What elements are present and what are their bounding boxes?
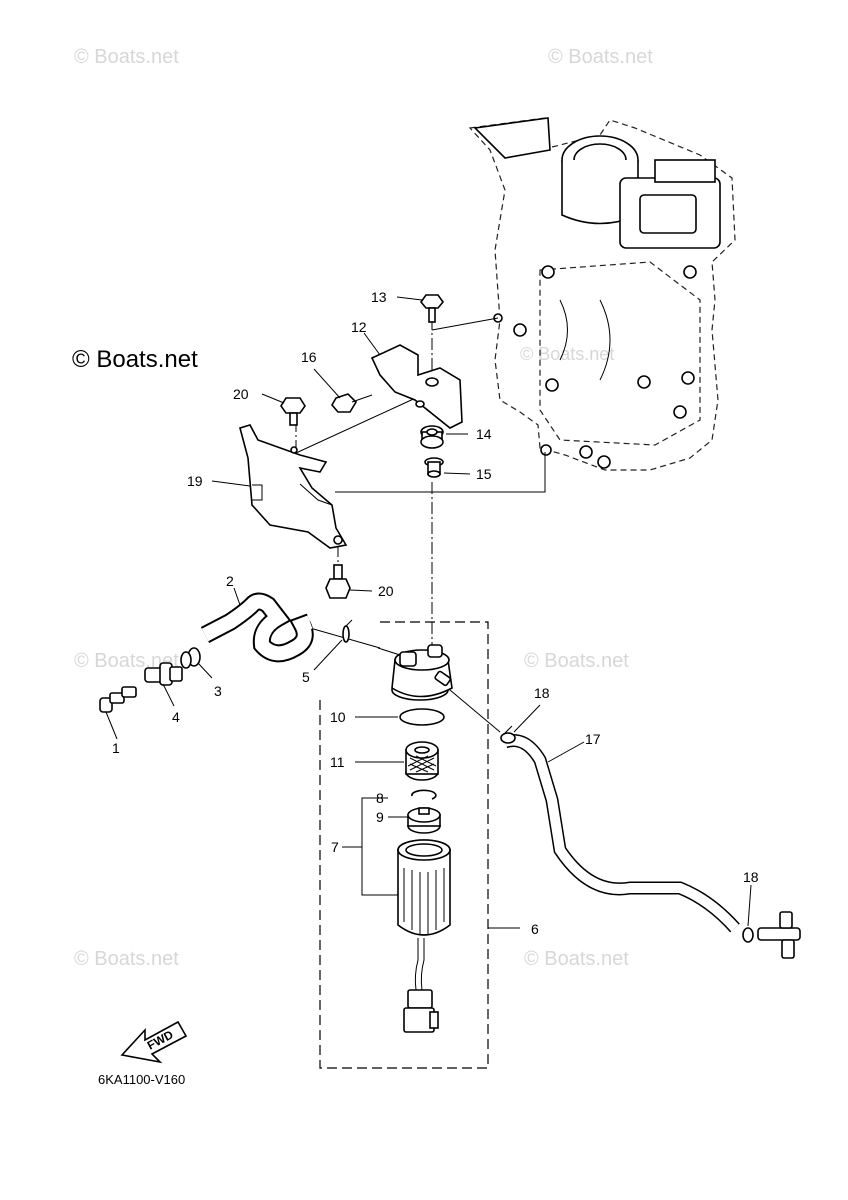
o-ring-10 bbox=[399, 708, 445, 726]
hose-17 bbox=[449, 689, 740, 933]
cap-9 bbox=[407, 807, 441, 834]
callout-12: 12 bbox=[351, 319, 367, 335]
callout-10: 10 bbox=[330, 709, 346, 725]
callout-13: 13 bbox=[371, 289, 387, 305]
cover-19 bbox=[239, 424, 348, 549]
callout-19: 19 bbox=[187, 473, 203, 489]
circlip-8 bbox=[411, 789, 437, 800]
hose-2 bbox=[200, 592, 314, 663]
bolt-20-lower bbox=[325, 564, 351, 599]
callout-2: 2 bbox=[226, 573, 234, 589]
callout-14: 14 bbox=[476, 426, 492, 442]
callout-labels: 13 12 16 20 14 15 19 20 2 5 3 4 1 10 11 … bbox=[112, 289, 759, 937]
plug-1 bbox=[99, 686, 137, 713]
callout-18-upper: 18 bbox=[534, 685, 550, 701]
filter-element-11 bbox=[405, 741, 439, 781]
watermark-top-right: © Boats.net bbox=[548, 46, 653, 68]
callout-8: 8 bbox=[376, 790, 384, 806]
diagram-code: 6KA1100-V160 bbox=[98, 1072, 186, 1087]
watermark-prominent: © Boats.net bbox=[72, 346, 198, 373]
callout-6: 6 bbox=[531, 921, 539, 937]
callout-17: 17 bbox=[585, 731, 601, 747]
assembly-6-box bbox=[319, 621, 489, 1069]
callout-20-lower: 20 bbox=[378, 583, 394, 599]
hose-clamp-18-lower bbox=[742, 927, 754, 943]
grommet-14 bbox=[420, 425, 444, 449]
watermark-bottom-left: © Boats.net bbox=[74, 948, 179, 970]
callout-7: 7 bbox=[331, 839, 339, 855]
callout-9: 9 bbox=[376, 809, 384, 825]
collar-15 bbox=[424, 457, 444, 478]
callout-20-upper: 20 bbox=[233, 386, 249, 402]
callout-leaders bbox=[105, 296, 752, 927]
hose-clamp-18-upper bbox=[500, 725, 516, 744]
engine-block bbox=[468, 117, 736, 471]
callout-16: 16 bbox=[301, 349, 317, 365]
watermark-bottom-right: © Boats.net bbox=[524, 948, 629, 970]
bolt-20-upper bbox=[280, 397, 306, 426]
clip-5 bbox=[342, 619, 353, 643]
bolt-16 bbox=[331, 393, 373, 413]
cup-7 bbox=[397, 839, 451, 1033]
filter-head bbox=[377, 644, 453, 701]
callout-5: 5 bbox=[302, 669, 310, 685]
callout-15: 15 bbox=[476, 466, 492, 482]
watermark-top-left: © Boats.net bbox=[74, 46, 179, 68]
callout-18-lower: 18 bbox=[743, 869, 759, 885]
callout-4: 4 bbox=[172, 709, 180, 725]
watermark-mid-right: © Boats.net bbox=[524, 650, 629, 672]
clamp-3 bbox=[180, 647, 201, 669]
bracket-12 bbox=[370, 344, 463, 429]
callout-1: 1 bbox=[112, 740, 120, 756]
leader-lines bbox=[295, 317, 546, 649]
joint-4 bbox=[144, 662, 183, 686]
callout-11: 11 bbox=[330, 754, 345, 770]
callout-3: 3 bbox=[214, 683, 222, 699]
bolt-13 bbox=[419, 294, 445, 323]
t-joint bbox=[757, 911, 801, 959]
watermark-mid-left: © Boats.net bbox=[74, 650, 179, 672]
fwd-arrow: FWD bbox=[120, 1020, 188, 1064]
watermark-engine: © Boats.net bbox=[520, 344, 615, 364]
